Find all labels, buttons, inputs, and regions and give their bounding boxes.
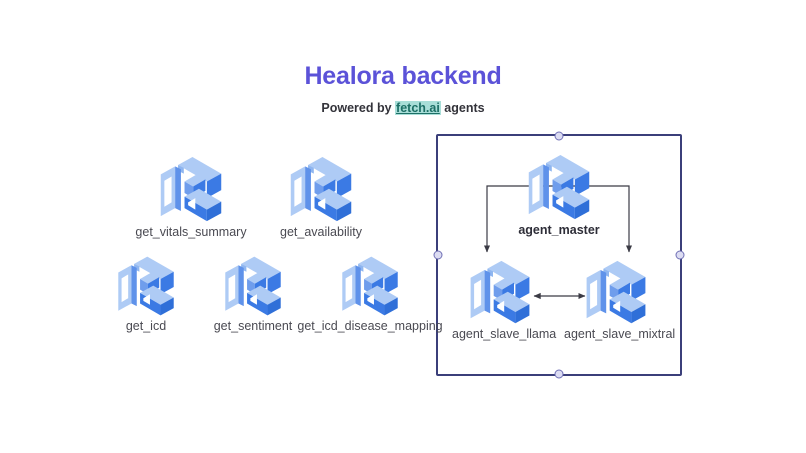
node-label: get_vitals_summary	[135, 225, 247, 239]
node-label: get_sentiment	[213, 319, 293, 333]
subtitle-prefix: Powered by	[321, 101, 396, 115]
resize-handle-bottom[interactable]	[554, 369, 564, 379]
node-label: agent_master	[518, 223, 600, 237]
node-get-icd-disease-mapping[interactable]: get_icd_disease_mapping	[296, 252, 444, 333]
subtitle-suffix: agents	[440, 101, 485, 115]
node-get-icd[interactable]: get_icd	[101, 252, 191, 333]
fetch-ai-cube-icon	[160, 157, 222, 222]
node-get-availability[interactable]: get_availability	[256, 152, 386, 239]
node-get-sentiment[interactable]: get_sentiment	[208, 252, 298, 333]
resize-handle-left[interactable]	[433, 250, 443, 260]
node-agent-master[interactable]: agent_master	[514, 150, 604, 237]
resize-handle-right[interactable]	[675, 250, 685, 260]
agent-group-box[interactable]	[433, 131, 685, 379]
fetch-ai-cube-icon	[342, 256, 398, 316]
fetch-ai-cube-icon	[225, 256, 281, 316]
fetch-ai-cube-icon	[290, 157, 352, 222]
node-label: get_icd	[125, 319, 167, 333]
node-get-vitals-summary[interactable]: get_vitals_summary	[126, 152, 256, 239]
node-label: get_icd_disease_mapping	[297, 319, 443, 333]
fetch-ai-cube-icon	[528, 155, 590, 220]
resize-handle-top[interactable]	[554, 131, 564, 141]
fetch-ai-link[interactable]: fetch.ai	[395, 101, 441, 115]
node-label: agent_slave_llama	[452, 327, 557, 341]
fetch-ai-cube-icon	[118, 256, 174, 316]
fetch-ai-cube-icon	[586, 260, 646, 324]
node-agent-slave-llama[interactable]: agent_slave_llama	[452, 256, 557, 341]
page-title: Healora backend	[304, 62, 502, 90]
node-label: get_availability	[280, 225, 362, 239]
node-label: agent_slave_mixtral	[564, 327, 676, 341]
page-subtitle: Powered by fetch.ai agents	[0, 101, 806, 115]
node-agent-slave-mixtral[interactable]: agent_slave_mixtral	[564, 256, 676, 341]
fetch-ai-cube-icon	[470, 260, 530, 324]
